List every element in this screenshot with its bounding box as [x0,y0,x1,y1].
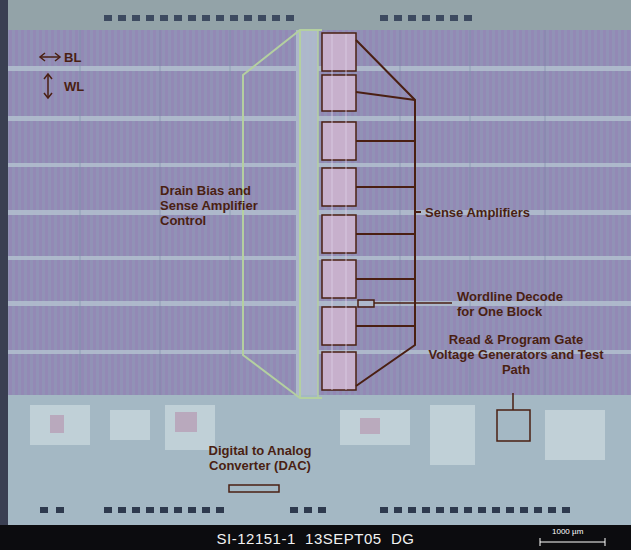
callout-label: Digital to Analog Converter (DAC) [195,443,325,473]
callout-label: Drain Bias and Sense Amplifier Control [160,183,278,228]
callout-label: Read & Program Gate Voltage Generators a… [428,332,604,377]
axis-label: BL [64,50,81,65]
callout-label: Wordline Decode for One Block [457,289,582,319]
scale-bar-label: 1000 µm [552,527,583,537]
axis-label: WL [64,79,84,94]
callout-label: Sense Amplifiers [425,205,530,220]
image-caption: SI-12151-1 13SEPT05 DG [0,530,631,547]
